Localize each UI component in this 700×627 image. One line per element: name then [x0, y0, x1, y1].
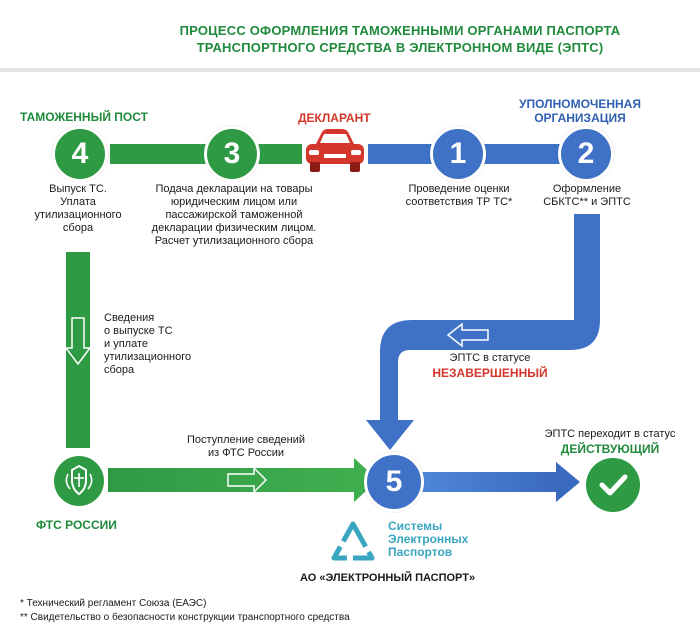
check-icon: [586, 458, 640, 512]
title-divider: [0, 68, 700, 72]
step-1-circle: 1: [430, 126, 486, 182]
fts-info-line: о выпуске ТС: [104, 325, 173, 337]
systems-logo-line: Паспортов: [388, 545, 453, 559]
step-4-label-line: утилизационного: [34, 209, 122, 221]
car-icon: [302, 126, 368, 176]
incoming-info-annotation: Поступление сведений из ФТС России: [156, 434, 336, 460]
step-3-label-line: юридическим лицом или: [170, 196, 298, 208]
page-title: ПРОЦЕСС ОФОРМЛЕНИЯ ТАМОЖЕННЫМИ ОРГАНАМИ …: [150, 22, 650, 56]
step-1-label-line: Проведение оценки: [408, 183, 510, 195]
step-2-label-line: СБКТС** и ЭПТС: [543, 196, 631, 208]
left-arrow-hollow: [446, 322, 489, 348]
step-2-label: Оформление СБКТС** и ЭПТС: [528, 183, 646, 209]
status-incomplete: НЕЗАВЕРШЕННЫЙ: [432, 366, 548, 380]
connector-1-2: [482, 144, 572, 164]
fts-info-annotation: Сведения о выпуске ТС и уплате утилизаци…: [104, 312, 224, 377]
blue-bent-connector: [366, 214, 600, 450]
footnote-1: * Технический регламент Союза (ЕАЭС): [20, 598, 207, 609]
green-horizontal-connector: [108, 468, 354, 492]
down-arrow-hollow: [64, 317, 92, 366]
header-declarant: ДЕКЛАРАНТ: [298, 111, 371, 125]
eptc-status-text: ЭПТС в статусе: [449, 352, 531, 364]
step-4-label-line: Уплата: [60, 196, 96, 208]
step-5-circle: 5: [364, 452, 424, 512]
step-1-label-line: соответствия ТР ТС*: [405, 196, 513, 208]
step-4-label-line: сбора: [62, 222, 94, 234]
header-customs-post: ТАМОЖЕННЫЙ ПОСТ: [20, 110, 148, 124]
title-line-2: ТРАНСПОРТНОГО СРЕДСТВА В ЭЛЕКТРОННОМ ВИД…: [196, 40, 604, 55]
status-active: ДЕЙСТВУЮЩИЙ: [560, 442, 660, 456]
incoming-line: из ФТС России: [208, 447, 284, 459]
step-3-label-line: Расчет утилизационного сбора: [154, 235, 314, 247]
blue-arrow-head: [556, 462, 580, 502]
eptc-transition-annotation: ЭПТС переходит в статус ДЕЙСТВУЮЩИЙ: [528, 428, 692, 456]
step-3-label-line: Подача декларации на товары: [155, 183, 313, 195]
step-3-label: Подача декларации на товары юридическим …: [124, 183, 344, 248]
green-vertical-connector: [66, 252, 90, 448]
header-authorized-org-line2: ОРГАНИЗАЦИЯ: [534, 111, 626, 125]
footnote-2: ** Свидетельство о безопасности конструк…: [20, 612, 350, 623]
systems-logo-line: Системы: [388, 519, 443, 533]
header-authorized-org-line1: УПОЛНОМОЧЕННАЯ: [519, 97, 641, 111]
fts-info-line: и уплате: [104, 338, 148, 350]
blue-horizontal-connector: [420, 472, 556, 492]
fts-info-line: сбора: [104, 364, 135, 376]
systems-logo-text: Системы Электронных Паспортов: [388, 520, 468, 559]
title-line-1: ПРОЦЕСС ОФОРМЛЕНИЯ ТАМОЖЕННЫМИ ОРГАНАМИ …: [179, 23, 621, 38]
eptc-status-annotation: ЭПТС в статусе НЕЗАВЕРШЕННЫЙ: [420, 352, 560, 380]
fts-label: ФТС РОССИИ: [36, 518, 117, 532]
connector-4-3: [110, 144, 206, 164]
header-authorized-org: УПОЛНОМОЧЕННАЯ ОРГАНИЗАЦИЯ: [512, 97, 648, 125]
step-1-label: Проведение оценки соответствия ТР ТС*: [396, 183, 522, 209]
systems-logo-line: Электронных: [388, 532, 469, 546]
fts-info-line: Сведения: [104, 312, 155, 324]
fts-info-line: утилизационного: [104, 351, 192, 363]
operator-label: АО «ЭЛЕКТРОННЫЙ ПАСПОРТ»: [300, 572, 476, 584]
step-4-label-line: Выпуск ТС.: [49, 183, 107, 195]
step-4-circle: 4: [52, 126, 108, 182]
step-3-circle: 3: [204, 126, 260, 182]
systems-logo-icon: [330, 520, 376, 562]
right-arrow-hollow: [227, 466, 268, 494]
step-3-label-line: декларации физическим лицом.: [151, 222, 317, 234]
connector-3-declarant: [258, 144, 302, 164]
connector-declarant-1: [368, 144, 438, 164]
step-4-label: Выпуск ТС. Уплата утилизационного сбора: [14, 183, 142, 235]
incoming-line: Поступление сведений: [186, 434, 306, 446]
fts-emblem-icon: [54, 456, 104, 506]
step-2-label-line: Оформление: [552, 183, 622, 195]
step-2-circle: 2: [558, 126, 614, 182]
eptc-transition-text: ЭПТС переходит в статус: [544, 428, 676, 440]
step-3-label-line: пассажирской таможенной: [165, 209, 303, 221]
